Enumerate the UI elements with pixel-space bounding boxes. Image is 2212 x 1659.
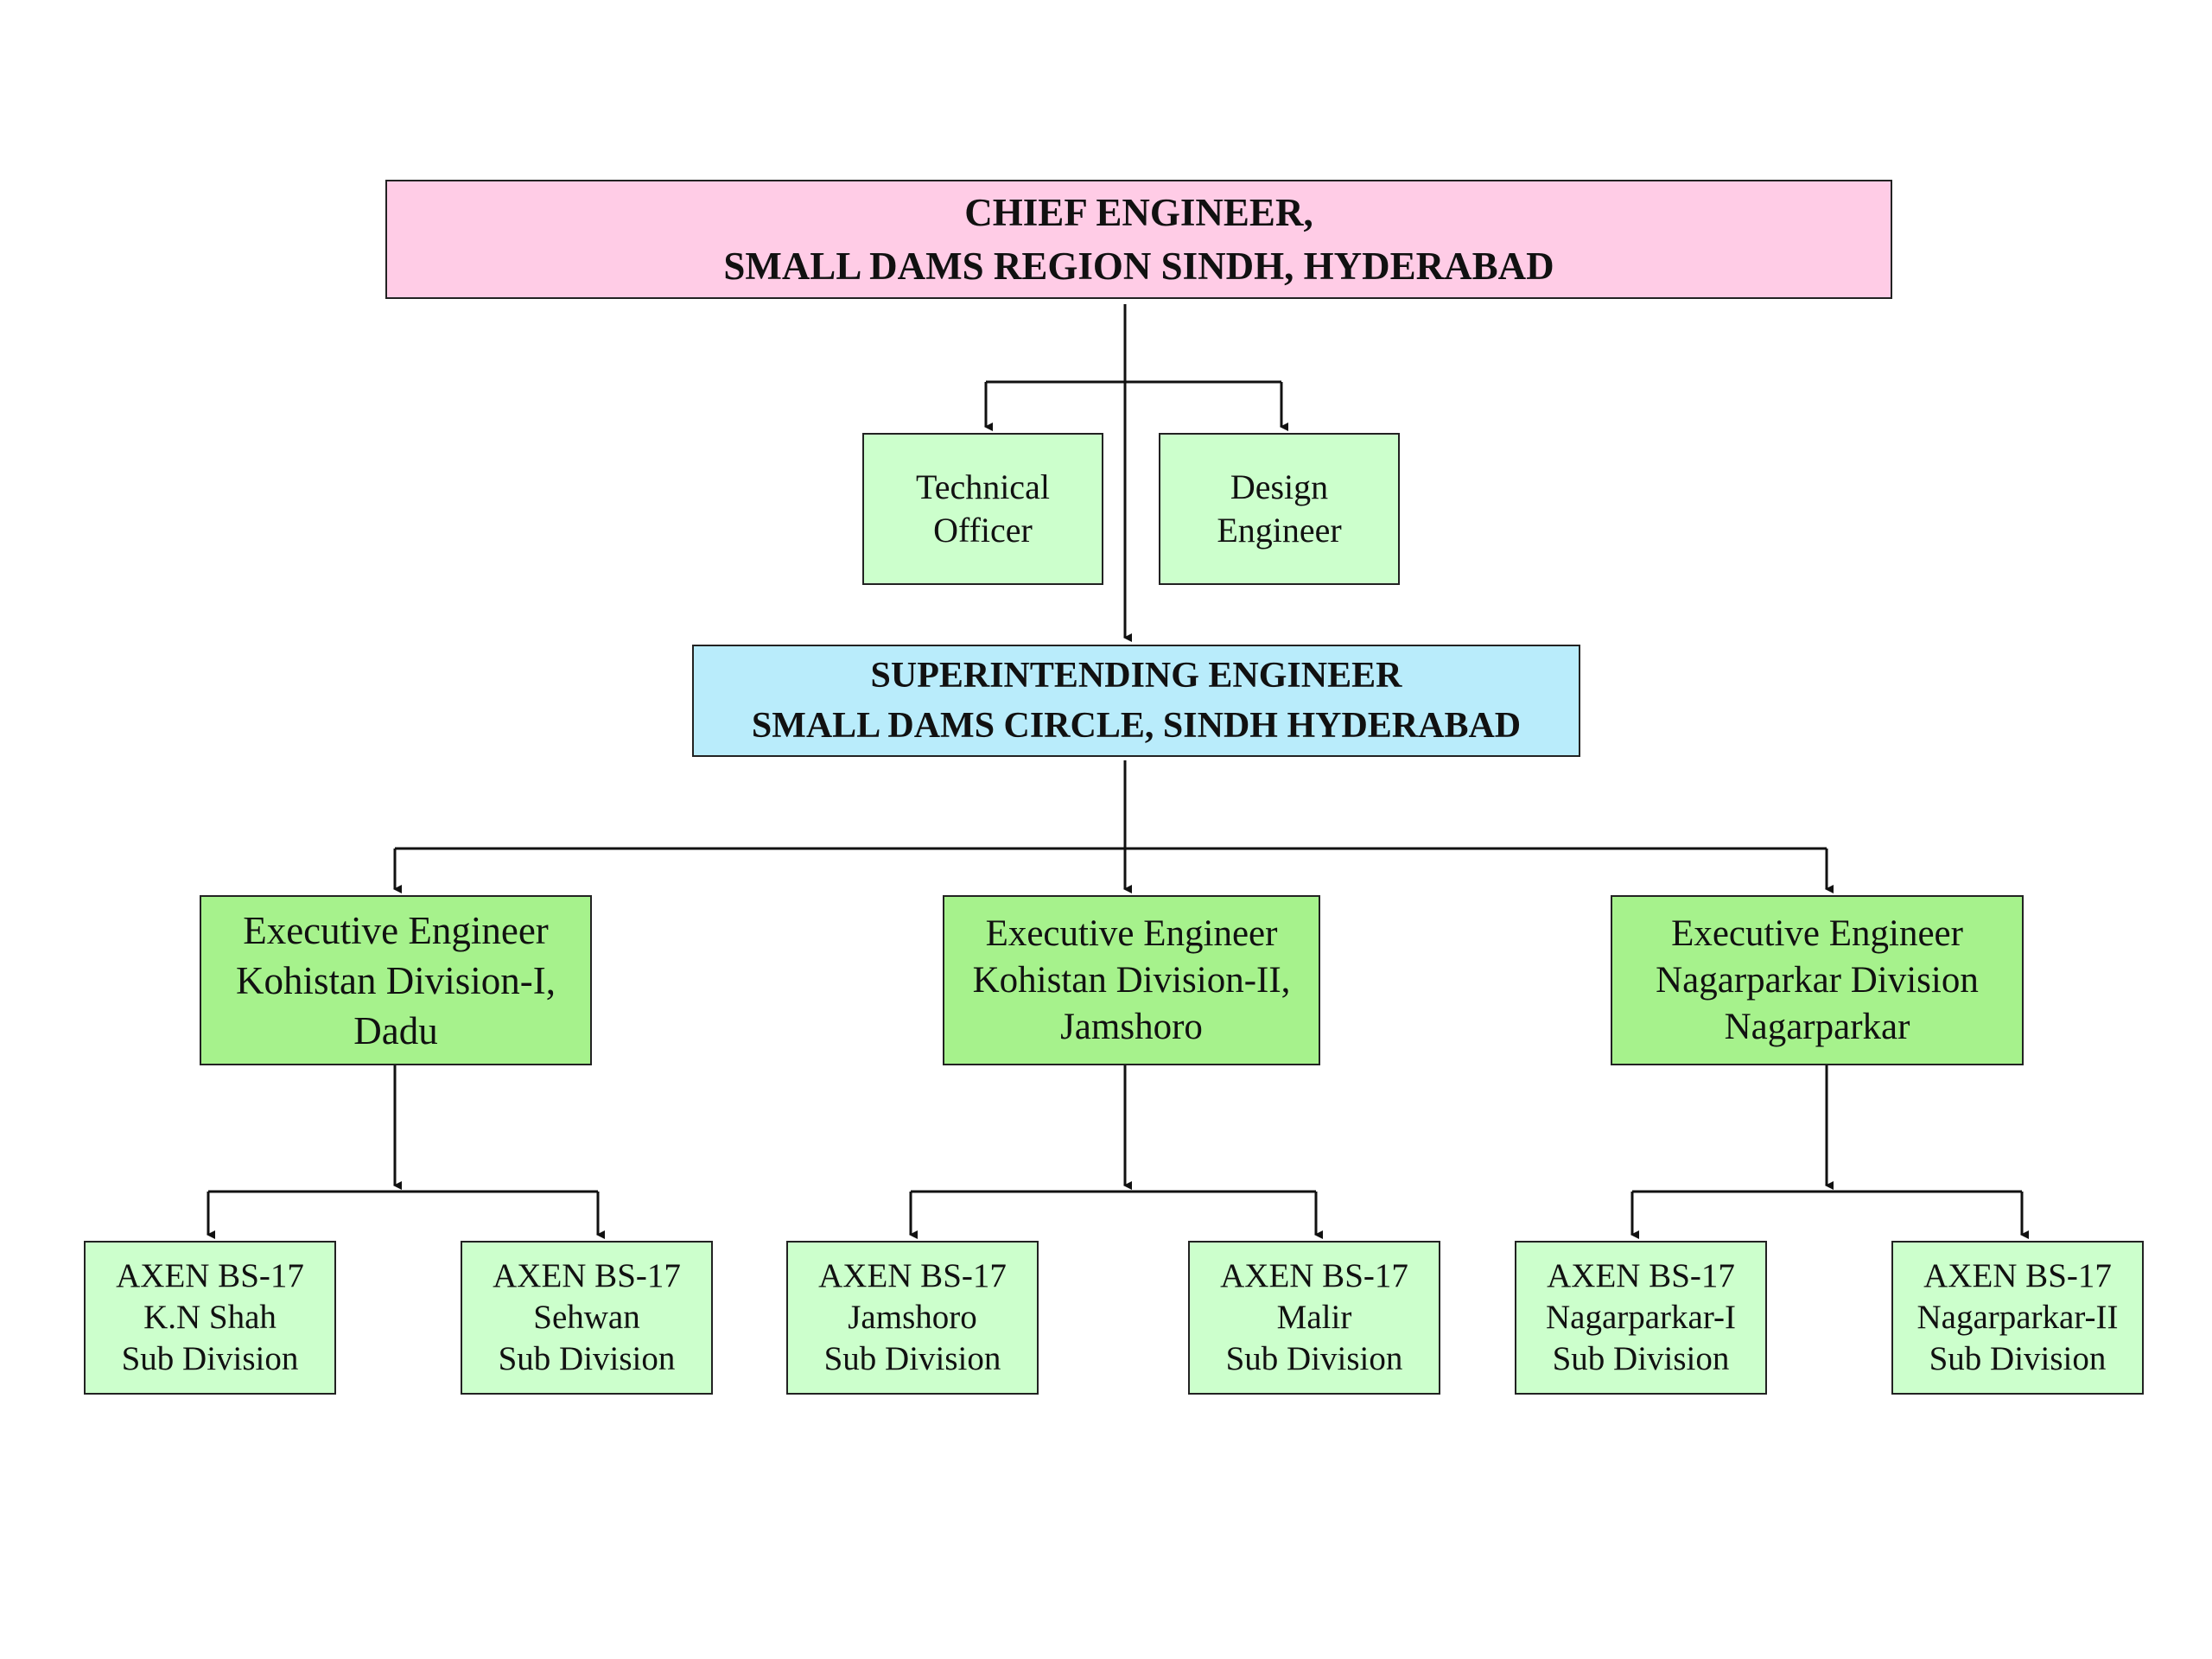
executive-engineer-box: Executive Engineer Kohistan Division-I, … (200, 895, 592, 1065)
sub-division-grade: AXEN BS-17 (493, 1257, 681, 1294)
chief-engineer-title: CHIEF ENGINEER, (964, 191, 1313, 234)
sub-division-box: AXEN BS-17 Sehwan Sub Division (461, 1241, 713, 1395)
sub-division-label: Sub Division (1225, 1340, 1403, 1377)
design-engineer-box: Design Engineer (1159, 433, 1400, 585)
executive-engineer-location: Nagarparkar (1724, 1006, 1910, 1047)
executive-engineer-box: Executive Engineer Kohistan Division-II,… (943, 895, 1320, 1065)
sub-division-name: Malir (1276, 1299, 1352, 1336)
sub-division-grade: AXEN BS-17 (1220, 1257, 1408, 1294)
sub-division-grade: AXEN BS-17 (116, 1257, 304, 1294)
sub-division-label: Sub Division (1929, 1340, 2107, 1377)
superintending-engineer-box: SUPERINTENDING ENGINEER SMALL DAMS CIRCL… (692, 645, 1580, 757)
sub-division-grade: AXEN BS-17 (818, 1257, 1007, 1294)
superintending-engineer-circle: SMALL DAMS CIRCLE, SINDH HYDERABAD (751, 706, 1522, 746)
design-engineer-line2: Engineer (1217, 511, 1342, 550)
executive-engineer-location: Dadu (353, 1008, 438, 1052)
sub-division-box: AXEN BS-17 Jamshoro Sub Division (786, 1241, 1039, 1395)
sub-division-name: Jamshoro (848, 1299, 977, 1336)
executive-engineer-location: Jamshoro (1060, 1006, 1203, 1047)
executive-engineer-division: Kohistan Division-I, (236, 958, 556, 1002)
sub-division-label: Sub Division (498, 1340, 676, 1377)
sub-division-name: K.N Shah (143, 1299, 276, 1336)
sub-division-label: Sub Division (121, 1340, 299, 1377)
technical-officer-line2: Officer (933, 511, 1033, 550)
technical-officer-box: Technical Officer (862, 433, 1103, 585)
executive-engineer-title: Executive Engineer (243, 908, 549, 952)
sub-division-box: AXEN BS-17 Malir Sub Division (1188, 1241, 1440, 1395)
sub-division-box: AXEN BS-17 K.N Shah Sub Division (84, 1241, 336, 1395)
sub-division-name: Sehwan (533, 1299, 640, 1336)
sub-division-name: Nagarparkar-II (1916, 1299, 2119, 1336)
executive-engineer-division: Kohistan Division-II, (972, 959, 1291, 1001)
sub-division-label: Sub Division (823, 1340, 1001, 1377)
sub-division-label: Sub Division (1552, 1340, 1730, 1377)
sub-division-box: AXEN BS-17 Nagarparkar-I Sub Division (1515, 1241, 1767, 1395)
chief-engineer-region: SMALL DAMS REGION SINDH, HYDERABAD (723, 245, 1554, 288)
executive-engineer-division: Nagarparkar Division (1656, 959, 1979, 1001)
executive-engineer-title: Executive Engineer (985, 912, 1278, 954)
superintending-engineer-title: SUPERINTENDING ENGINEER (870, 656, 1402, 696)
sub-division-box: AXEN BS-17 Nagarparkar-II Sub Division (1891, 1241, 2144, 1395)
chief-engineer-box: CHIEF ENGINEER, SMALL DAMS REGION SINDH,… (385, 180, 1892, 299)
executive-engineer-title: Executive Engineer (1671, 912, 1963, 954)
sub-division-grade: AXEN BS-17 (1923, 1257, 2112, 1294)
executive-engineer-box: Executive Engineer Nagarparkar Division … (1611, 895, 2024, 1065)
design-engineer-line1: Design (1230, 467, 1329, 506)
sub-division-name: Nagarparkar-I (1545, 1299, 1737, 1336)
sub-division-grade: AXEN BS-17 (1547, 1257, 1735, 1294)
technical-officer-line1: Technical (916, 467, 1050, 506)
